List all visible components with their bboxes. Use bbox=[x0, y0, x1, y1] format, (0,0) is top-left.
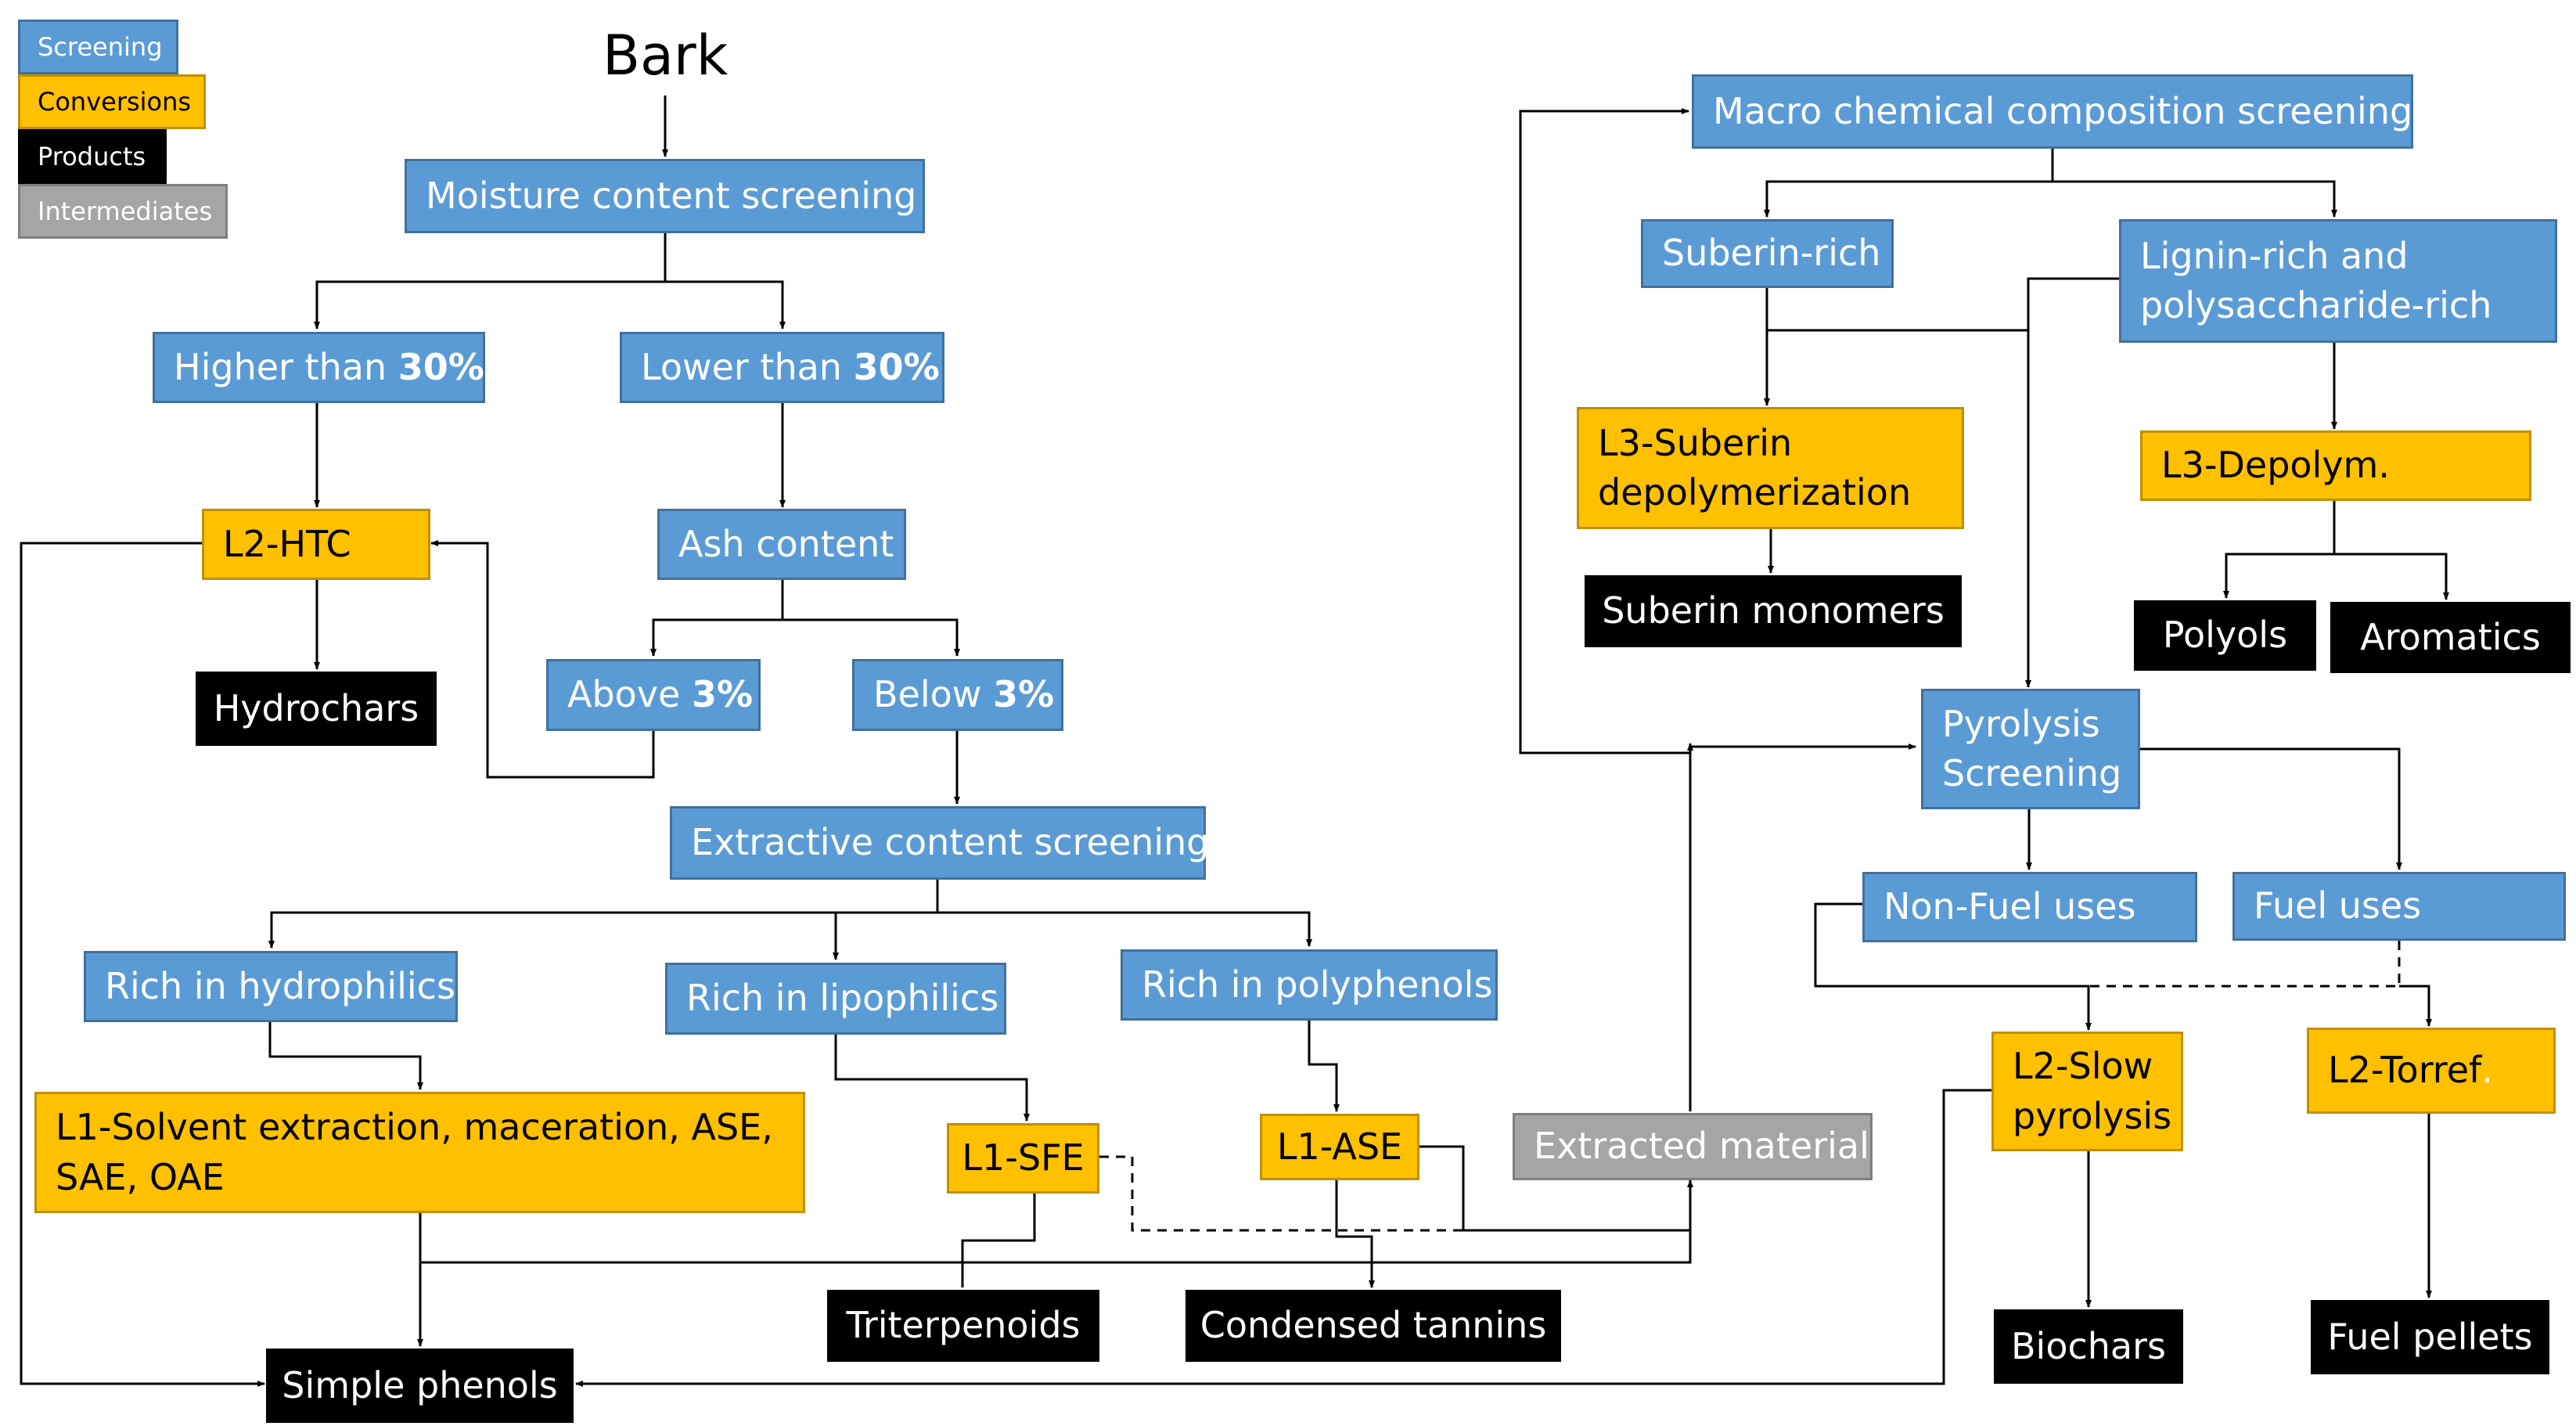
l3-depolym-node: L3-Depolym. bbox=[2140, 430, 2531, 501]
higher-than-node: Higher than 30% bbox=[153, 332, 485, 403]
l2-slow-line2: pyrolysis bbox=[2013, 1094, 2172, 1137]
l2-slow-pyrolysis-node: L2-Slow pyrolysis bbox=[1991, 1032, 2183, 1151]
suberin-rich-node: Suberin-rich bbox=[1641, 219, 1894, 288]
l3-suberin-line1: L3-Suberin bbox=[1598, 421, 1793, 464]
l1-sfe-label: L1-SFE bbox=[962, 1136, 1085, 1179]
l1-ase-label: L1-ASE bbox=[1276, 1125, 1403, 1168]
nonfuel-label: Non-Fuel uses bbox=[1883, 885, 2136, 928]
ash-content-node: Ash content bbox=[657, 509, 906, 580]
above-value: 3% bbox=[691, 673, 754, 716]
legend-intermediates: Intermediates bbox=[18, 184, 228, 239]
moisture-label: Moisture content screening bbox=[426, 174, 917, 217]
aromatics-node: Aromatics bbox=[2330, 602, 2571, 673]
simple-phenols-node: Simple phenols bbox=[266, 1349, 574, 1423]
condensed-tannins-node: Condensed tannins bbox=[1185, 1290, 1561, 1362]
aromatics-label: Aromatics bbox=[2360, 615, 2541, 658]
l2-torref-label: L2-Torref bbox=[2328, 1049, 2482, 1092]
suberin-monomers-node: Suberin monomers bbox=[1585, 575, 1962, 647]
hydrophilics-node: Rich in hydrophilics bbox=[84, 951, 458, 1022]
hydrochars-node: Hydrochars bbox=[196, 672, 437, 746]
l3-suberin-node: L3-Suberin depolymerization bbox=[1577, 407, 1964, 529]
above-3-node: Above 3% bbox=[546, 659, 761, 731]
lignin-rich-line1: Lignin-rich and bbox=[2140, 234, 2409, 277]
lipophilics-label: Rich in lipophilics bbox=[686, 977, 999, 1020]
l1-sfe-node: L1-SFE bbox=[947, 1123, 1099, 1194]
l3-suberin-line2: depolymerization bbox=[1598, 471, 1912, 513]
tannins-label: Condensed tannins bbox=[1200, 1304, 1547, 1347]
l3-depolym-label: L3-Depolym. bbox=[2161, 444, 2390, 487]
triterpenoids-node: Triterpenoids bbox=[827, 1290, 1099, 1362]
l2-slow-line1: L2-Slow bbox=[2013, 1045, 2153, 1088]
polyphenols-node: Rich in polyphenols bbox=[1121, 949, 1498, 1021]
below-3-node: Below 3% bbox=[852, 659, 1063, 731]
legend-products: Products bbox=[18, 129, 167, 184]
l1-solvent-text: L1-Solvent extraction, maceration, ASE, … bbox=[56, 1103, 773, 1202]
diagram-title: Bark bbox=[603, 23, 729, 88]
fuel-pellets-node: Fuel pellets bbox=[2311, 1300, 2549, 1374]
non-fuel-uses-node: Non-Fuel uses bbox=[1862, 872, 2197, 942]
fuel-pellets-label: Fuel pellets bbox=[2327, 1315, 2533, 1358]
extracted-label: Extracted material bbox=[1534, 1125, 1869, 1168]
extractive-label: Extractive content screening bbox=[691, 821, 1210, 864]
higher-value: 30% bbox=[398, 345, 484, 388]
pyrolysis-line1: Pyrolysis bbox=[1942, 702, 2100, 745]
macro-screening-node: Macro chemical composition screening bbox=[1692, 74, 2413, 149]
l2-torref-node: L2-Torref. bbox=[2307, 1028, 2556, 1114]
legend-screening: Screening bbox=[18, 20, 178, 74]
fuel-uses-node: Fuel uses bbox=[2232, 872, 2566, 941]
l2-htc-label: L2-HTC bbox=[223, 522, 351, 565]
l1-solvent-line1: L1-Solvent extraction, maceration, ASE, bbox=[56, 1106, 773, 1149]
l1-ase-node: L1-ASE bbox=[1260, 1114, 1419, 1180]
ash-label: Ash content bbox=[678, 522, 894, 565]
pyrolysis-text: Pyrolysis Screening bbox=[1942, 700, 2121, 799]
macro-label: Macro chemical composition screening bbox=[1713, 89, 2413, 132]
lipophilics-node: Rich in lipophilics bbox=[665, 963, 1006, 1035]
biochars-label: Biochars bbox=[2011, 1324, 2166, 1367]
lower-than-node: Lower than 30% bbox=[620, 332, 944, 403]
hydrophilics-label: Rich in hydrophilics bbox=[105, 964, 455, 1007]
l1-solvent-node: L1-Solvent extraction, maceration, ASE, … bbox=[34, 1092, 805, 1213]
polyols-node: Polyols bbox=[2134, 600, 2316, 671]
l2-slow-text: L2-Slow pyrolysis bbox=[2013, 1042, 2171, 1141]
fuel-label: Fuel uses bbox=[2254, 884, 2422, 927]
triterpenoids-label: Triterpenoids bbox=[846, 1304, 1081, 1347]
l1-solvent-line2: SAE, OAE bbox=[56, 1155, 225, 1198]
polyols-label: Polyols bbox=[2162, 614, 2288, 657]
phenols-label: Simple phenols bbox=[282, 1363, 558, 1406]
extractive-screening-node: Extractive content screening bbox=[670, 806, 1210, 880]
lower-value: 30% bbox=[853, 345, 940, 388]
l2-htc-node: L2-HTC bbox=[202, 509, 430, 580]
extracted-material-node: Extracted material bbox=[1513, 1113, 1873, 1180]
pyrolysis-screening-node: Pyrolysis Screening bbox=[1921, 689, 2140, 809]
below-value: 3% bbox=[993, 673, 1055, 716]
biochars-node: Biochars bbox=[1994, 1309, 2183, 1384]
lignin-rich-text: Lignin-rich and polysaccharide-rich bbox=[2140, 232, 2491, 331]
hydrochars-label: Hydrochars bbox=[213, 686, 419, 729]
lignin-rich-node: Lignin-rich and polysaccharide-rich bbox=[2119, 219, 2557, 343]
l3-suberin-text: L3-Suberin depolymerization bbox=[1598, 419, 1911, 518]
legend-conversions: Conversions bbox=[18, 74, 206, 129]
polyphenols-label: Rich in polyphenols bbox=[1142, 963, 1493, 1006]
pyrolysis-line2: Screening bbox=[1942, 752, 2122, 794]
moisture-screening-node: Moisture content screening bbox=[405, 159, 925, 233]
below-label: Below bbox=[873, 673, 982, 716]
l2-torref-dot: . bbox=[2481, 1049, 2493, 1092]
suberin-monomers-label: Suberin monomers bbox=[1602, 589, 1945, 632]
above-label: Above bbox=[567, 673, 681, 716]
lower-label: Lower than bbox=[641, 345, 842, 388]
higher-label: Higher than bbox=[174, 345, 387, 388]
suberin-rich-label: Suberin-rich bbox=[1662, 232, 1881, 275]
lignin-rich-line2: polysaccharide-rich bbox=[2140, 284, 2492, 326]
